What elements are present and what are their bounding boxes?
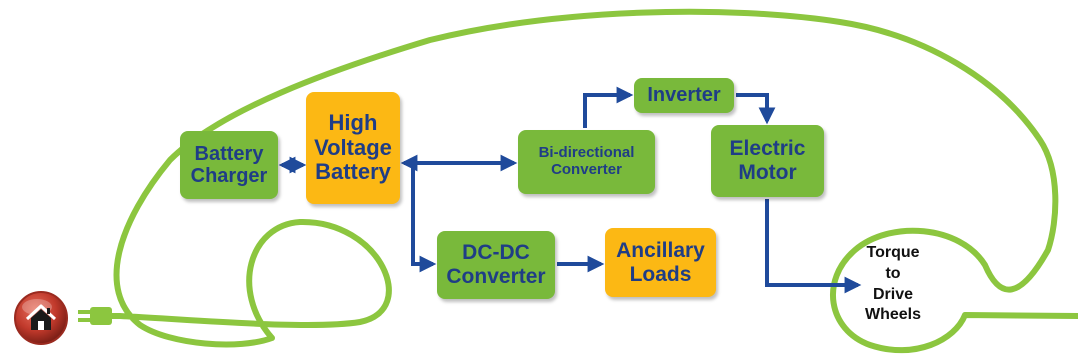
battery-charger-label-2: Charger (190, 165, 268, 187)
inverter-box: Inverter (634, 78, 734, 113)
hv-battery-label-1: High (328, 110, 378, 136)
bidirectional-converter-box: Bi-directional Converter (518, 130, 655, 194)
dcdc-converter-box: DC-DC Converter (437, 231, 555, 299)
torque-line-1: Torque (866, 244, 920, 261)
inverter-label: Inverter (647, 84, 721, 107)
car-outline (105, 8, 1078, 354)
electric-motor-label-1: Electric (729, 137, 806, 161)
arrow-inverter-motor (736, 93, 776, 125)
ancillary-label-2: Loads (629, 262, 692, 286)
bidirectional-label-2: Converter (551, 161, 622, 178)
torque-line-4: Wheels (864, 306, 921, 324)
ancillary-label-1: Ancillary (616, 238, 705, 262)
hv-battery-label-3: Battery (315, 159, 391, 185)
flow-arrows (278, 86, 862, 294)
plug-icon (78, 307, 112, 325)
ancillary-loads-box: Ancillary Loads (605, 228, 716, 297)
high-voltage-battery-box: High Voltage Battery (306, 92, 400, 204)
electric-motor-box: Electric Motor (711, 125, 824, 197)
dcdc-label-1: DC-DC (462, 241, 530, 265)
arrow-battery-dcdc (411, 163, 437, 273)
torque-to-drive-wheels-label: Torque to Drive Wheels (838, 243, 948, 326)
hv-battery-label-2: Voltage (314, 134, 392, 160)
battery-charger-label-1: Battery (194, 142, 264, 165)
torque-line-2: to (885, 264, 901, 282)
battery-charger-box: Battery Charger (180, 131, 278, 199)
electric-motor-label-2: Motor (738, 161, 797, 184)
home-button[interactable] (13, 290, 69, 346)
home-icon (14, 291, 68, 345)
arrow-motor-wheels (765, 199, 862, 294)
torque-line-3: Drive (872, 285, 914, 303)
arrow-bidirectional-inverter (583, 86, 634, 128)
bidirectional-label-1: Bi-directional (538, 144, 635, 162)
dcdc-label-2: Converter (446, 265, 546, 288)
